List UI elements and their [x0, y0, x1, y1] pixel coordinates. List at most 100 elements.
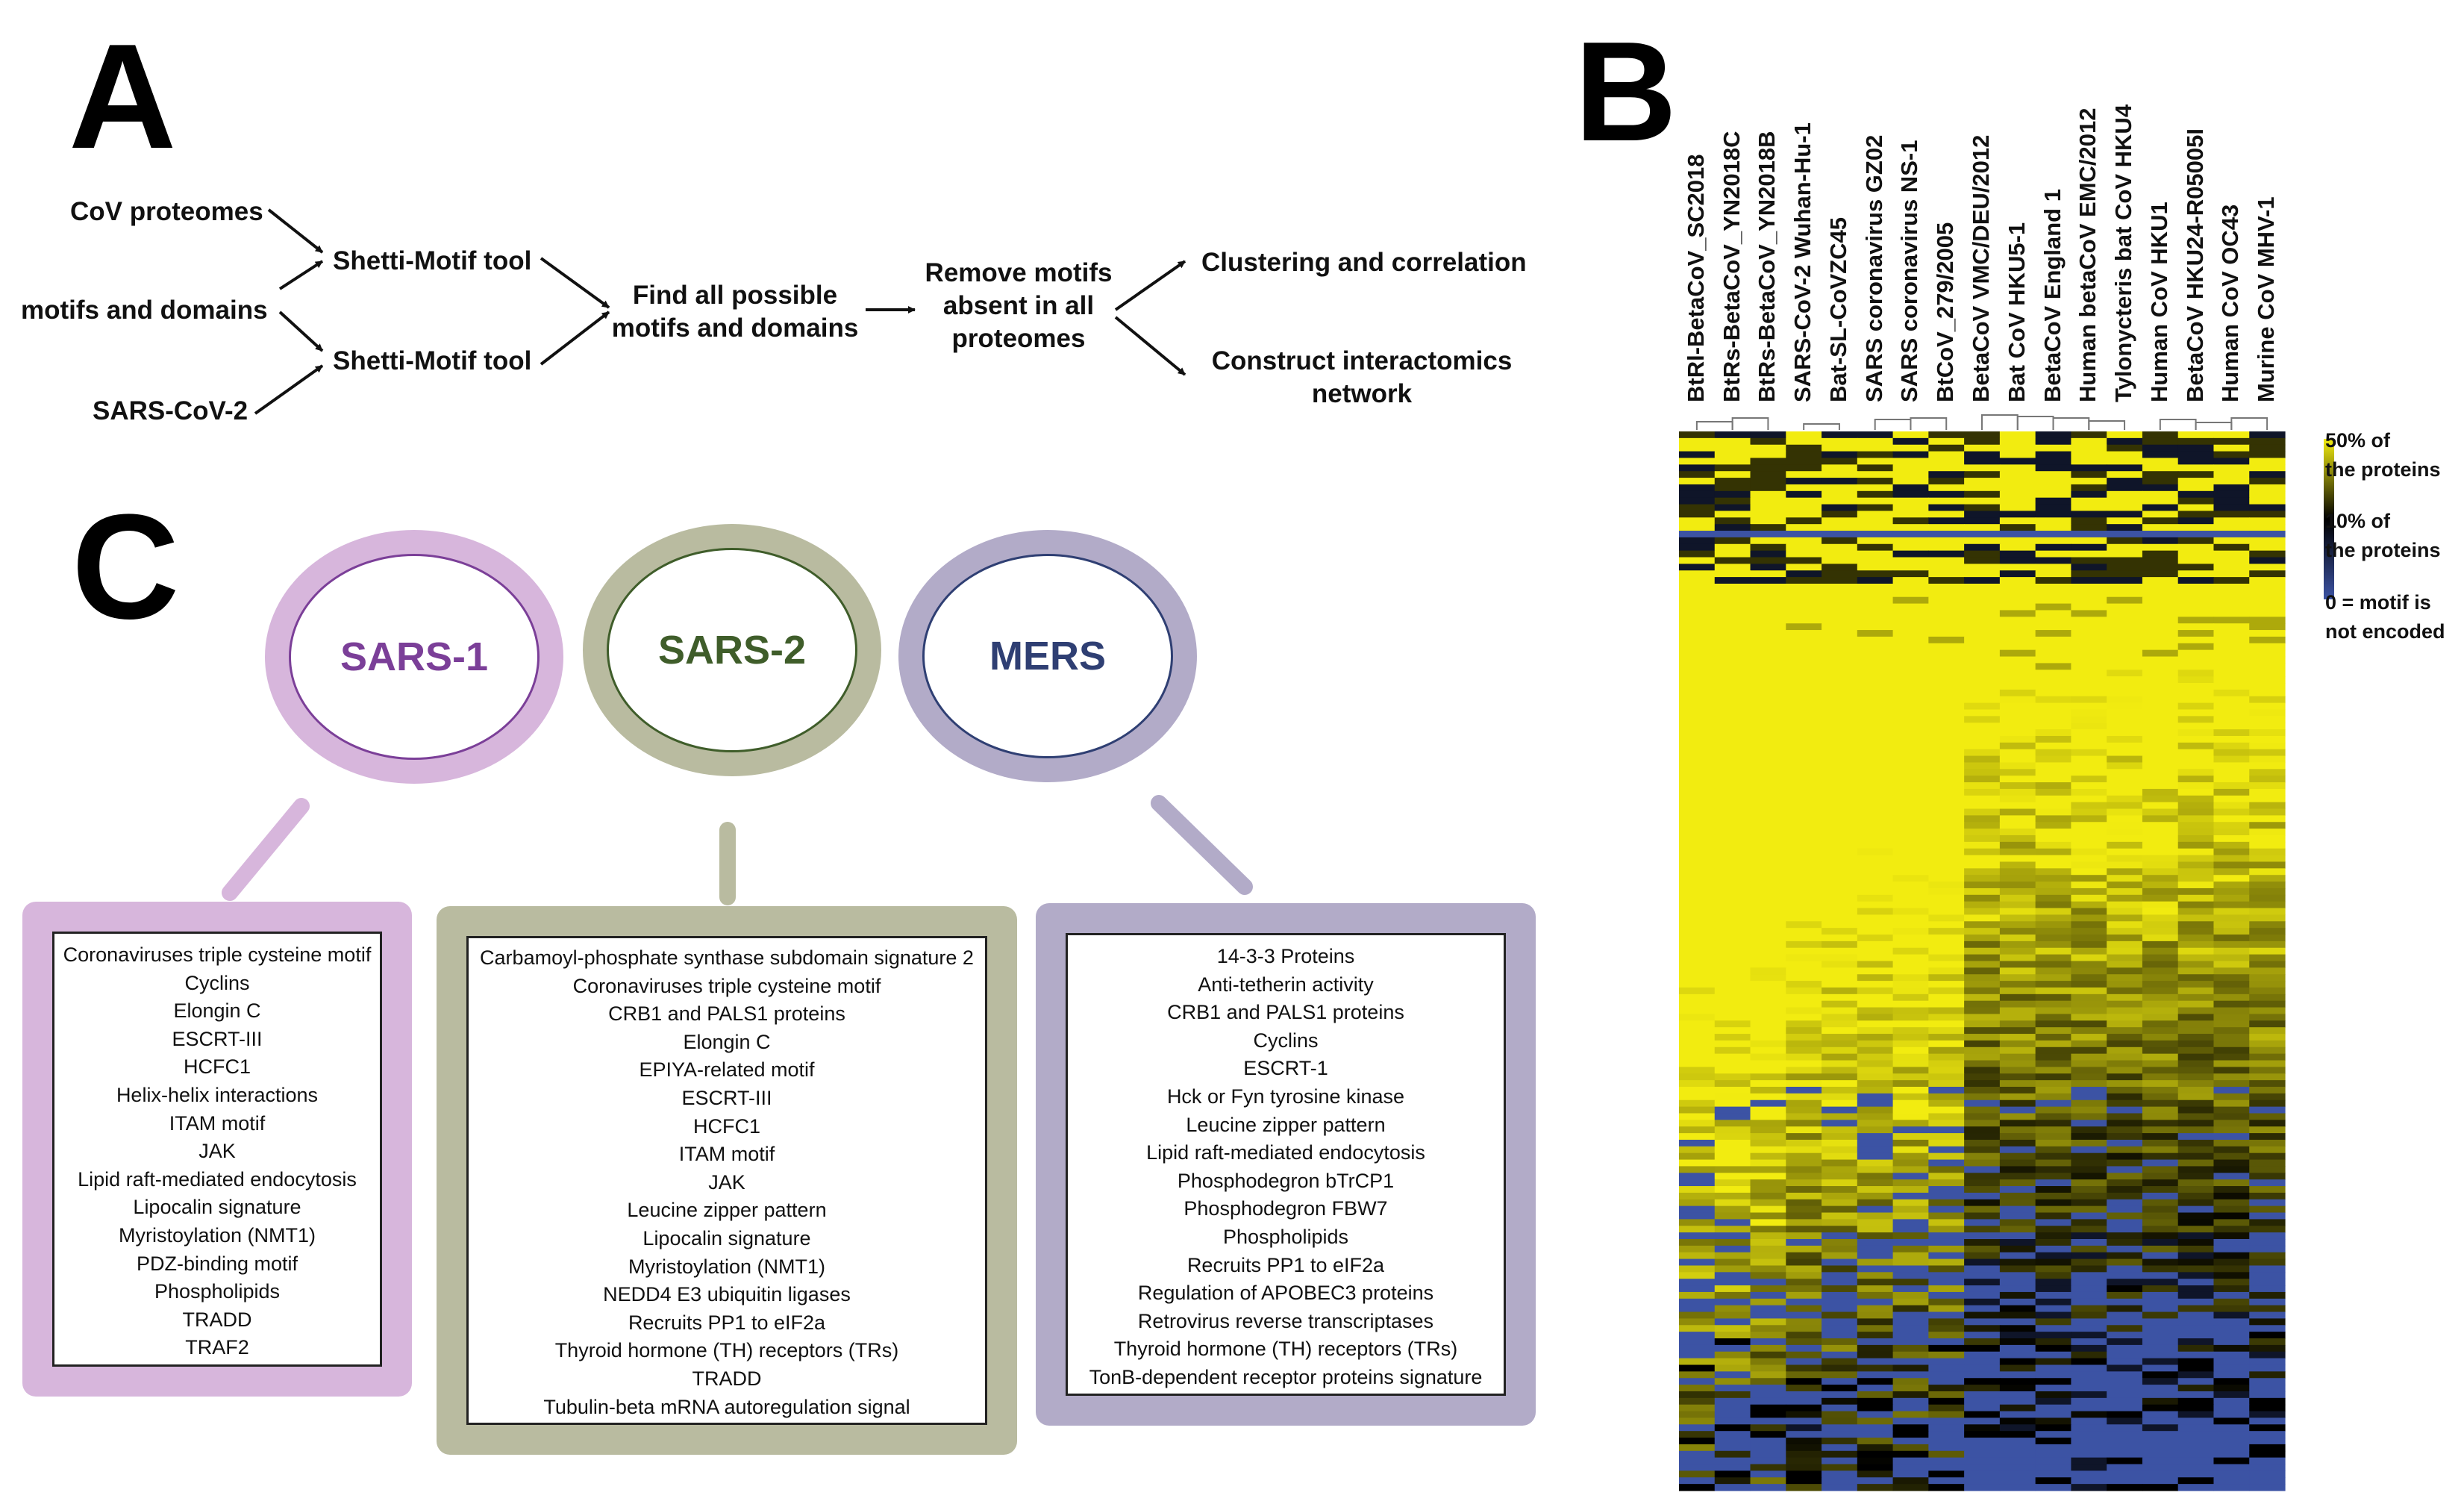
heatmap-cell	[2142, 1358, 2179, 1366]
heatmap-cell	[1892, 1212, 1929, 1220]
heatmap-cell	[1857, 437, 1894, 446]
heatmap-cell	[1928, 1199, 1965, 1207]
heatmap-cell	[1892, 749, 1929, 757]
heatmap-cell	[1999, 1060, 2036, 1067]
heatmap-cell	[1714, 921, 1751, 929]
heatmap-cell	[1964, 583, 2001, 591]
heatmap-cell	[2035, 1351, 2072, 1359]
heatmap-cell	[1679, 1087, 1716, 1094]
heatmap-cell	[2107, 649, 2143, 658]
heatmap-cell	[1892, 822, 1929, 829]
heatmap-cell	[2142, 776, 2179, 783]
heatmap-cell	[2071, 1232, 2107, 1240]
heatmap-cell	[1857, 1444, 1894, 1452]
heatmap-cell	[2142, 1311, 2179, 1320]
list-item: Elongin C	[683, 1030, 771, 1053]
heatmap-cell	[1857, 967, 1894, 975]
heatmap-cell	[2035, 1014, 2072, 1021]
heatmap-cell	[1999, 1133, 2036, 1141]
heatmap-cell	[1679, 887, 1716, 896]
heatmap-cell	[1786, 1444, 1822, 1452]
heatmap-cell	[1822, 1199, 1858, 1207]
heatmap-cell	[1999, 464, 2036, 472]
heatmap-cell	[2142, 735, 2179, 743]
heatmap-cell	[1786, 868, 1822, 876]
heatmap-cell	[1679, 829, 1716, 836]
heatmap-cell	[1714, 1484, 1751, 1491]
heatmap-cell	[2249, 1444, 2286, 1452]
list-item: Retrovirus reverse transcriptases	[1137, 1309, 1434, 1332]
heatmap-cell	[1928, 1279, 1965, 1286]
heatmap-cell	[2035, 1477, 2072, 1485]
heatmap-cell	[1822, 729, 1858, 737]
circle-label-mers: MERS	[989, 634, 1106, 678]
heatmap-cell	[2035, 1358, 2072, 1366]
legend-high-line1: 50% of	[2325, 429, 2391, 452]
heatmap-cell	[2213, 577, 2250, 584]
heatmap-cell	[1750, 1120, 1786, 1127]
heatmap-cell	[1928, 1099, 1965, 1108]
heatmap-cell	[1679, 1186, 1716, 1194]
heatmap-cell	[1786, 504, 1822, 512]
heatmap-cell	[1857, 557, 1894, 564]
heatmap-cell	[2071, 795, 2107, 803]
heatmap-cell	[1750, 808, 1786, 816]
heatmap-cell	[2213, 524, 2250, 531]
heatmap-cell	[2177, 954, 2215, 962]
heatmap-cell	[1750, 887, 1786, 896]
heatmap-cell	[1999, 1438, 2036, 1445]
heatmap-cell	[2177, 1046, 2215, 1055]
heatmap-cell	[1786, 1391, 1822, 1399]
heatmap-cell	[2071, 670, 2107, 677]
heatmap-cell	[2249, 524, 2286, 531]
heatmap-cell	[1786, 1385, 1822, 1392]
heatmap-cell	[1786, 981, 1822, 988]
heatmap-cell	[2107, 1173, 2143, 1180]
heatmap-cell	[1822, 987, 1858, 995]
heatmap-cell	[2035, 1298, 2072, 1306]
heatmap-cell	[1714, 1444, 1751, 1452]
heatmap-cell	[2177, 663, 2215, 670]
heatmap-cell	[1714, 1219, 1751, 1226]
heatmap-cell	[2249, 1364, 2286, 1372]
heatmap-cell	[1964, 822, 2001, 829]
heatmap-cell	[1857, 981, 1894, 988]
heatmap-cell	[2142, 1219, 2179, 1226]
heatmap-cell	[2035, 848, 2072, 856]
heatmap-cell	[1964, 451, 2001, 459]
heatmap-cell	[1892, 1020, 1929, 1028]
heatmap-cell	[2142, 769, 2179, 776]
heatmap-cell	[1750, 1139, 1786, 1147]
heatmap-cell	[1714, 471, 1751, 478]
heatmap-cell	[2142, 1067, 2179, 1074]
heatmap-cell	[1928, 882, 1965, 889]
heatmap-cell	[1714, 729, 1751, 737]
heatmap-cell	[2177, 649, 2215, 658]
heatmap-cell	[2213, 583, 2250, 591]
heatmap-cell	[1964, 1053, 2001, 1061]
heatmap-cell	[1928, 861, 1965, 869]
heatmap-cell	[1999, 676, 2036, 684]
heatmap-cell	[1786, 908, 1822, 916]
heatmap-cell	[1750, 636, 1786, 644]
heatmap-cell	[1999, 749, 2036, 757]
heatmap-cell	[1750, 497, 1786, 505]
heatmap-cell	[2035, 1397, 2072, 1406]
heatmap-cell	[2142, 1351, 2179, 1359]
heatmap-cell	[1999, 1146, 2036, 1154]
heatmap-cell	[1750, 776, 1786, 783]
heatmap-cell	[1928, 603, 1965, 611]
heatmap-cell	[2213, 1067, 2250, 1074]
heatmap-cell	[2177, 1484, 2215, 1491]
heatmap-cell	[1857, 921, 1894, 929]
heatmap-cell	[1999, 742, 2036, 750]
heatmap-cell	[1928, 1344, 1965, 1353]
heatmap-cell	[2035, 935, 2072, 942]
heatmap-cell	[1892, 596, 1929, 605]
heatmap-cell	[2107, 497, 2143, 505]
heatmap-cell	[2213, 1332, 2250, 1339]
heatmap-cell	[1857, 1252, 1894, 1260]
heatmap-cell	[1679, 1226, 1716, 1233]
heatmap-cell	[2107, 504, 2143, 512]
